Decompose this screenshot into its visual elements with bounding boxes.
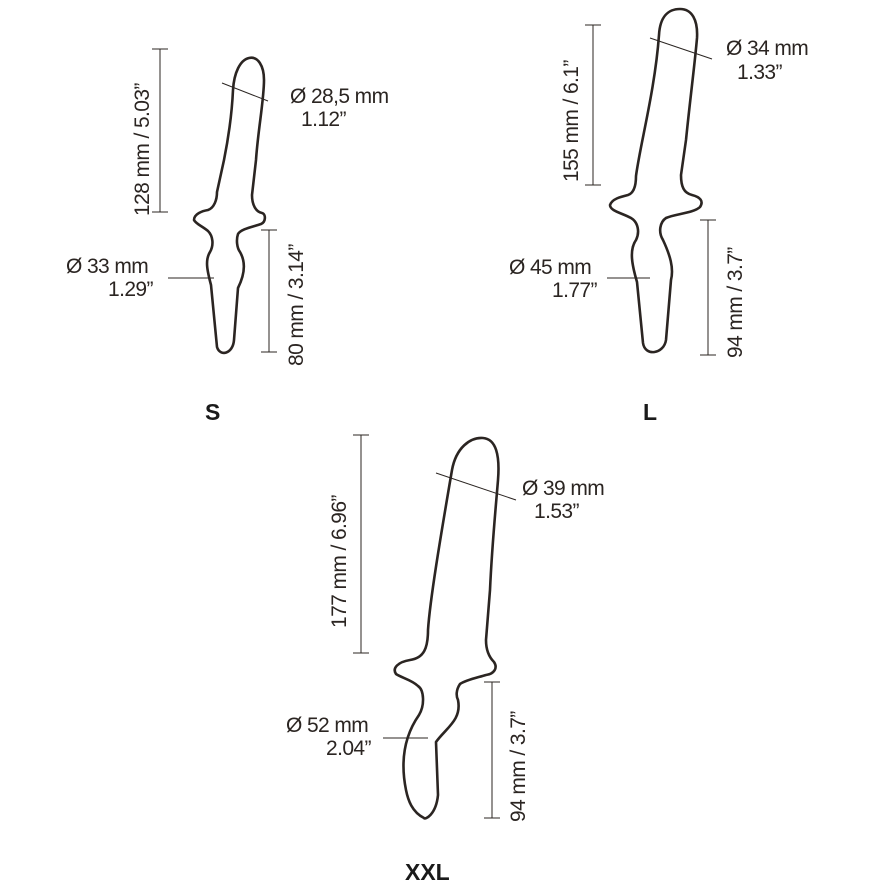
- product-xxl-shaft-length-label: 177 mm / 6.96”: [328, 495, 351, 628]
- product-l-shaft-diameter-line: [649, 37, 713, 60]
- product-s-shaft-length-label: 128 mm / 5.03”: [131, 83, 154, 216]
- product-xxl: 177 mm / 6.96” Ø 39 mm 1.53” Ø 52 mm 2.0…: [286, 434, 605, 885]
- product-s-shaft-diameter-mm: Ø 28,5 mm: [290, 85, 389, 108]
- product-s-size-label: S: [205, 399, 220, 425]
- product-xxl-shaft-diameter-in: 1.53”: [534, 500, 579, 523]
- product-xxl-shaft-diameter-line: [435, 472, 517, 501]
- product-l-shaft-length-label: 155 mm / 6.1”: [560, 60, 583, 182]
- product-s-plug-diameter-in: 1.29”: [108, 278, 153, 301]
- product-xxl-outline: [393, 436, 500, 820]
- product-l-shaft-diameter-mm: Ø 34 mm: [726, 37, 808, 60]
- product-s-shaft-diameter-in: 1.12”: [301, 108, 346, 131]
- product-l: 155 mm / 6.1” Ø 34 mm 1.33” Ø 45 mm 1.77…: [509, 7, 809, 425]
- product-l-size-label: L: [643, 399, 657, 425]
- product-l-plug-diameter-mm: Ø 45 mm: [509, 256, 591, 279]
- product-l-shaft-diameter-in: 1.33”: [737, 61, 782, 84]
- product-s-plug-diameter-mm: Ø 33 mm: [66, 255, 148, 278]
- product-s-plug-length-label: 80 mm / 3.14”: [285, 244, 308, 366]
- product-xxl-plug-diameter-in: 2.04”: [326, 737, 371, 760]
- product-xxl-plug-diameter-mm: Ø 52 mm: [286, 714, 368, 737]
- product-s-outline: [192, 56, 267, 355]
- product-l-plug-diameter-in: 1.77”: [552, 279, 597, 302]
- product-s-shaft-diameter-line: [221, 82, 269, 102]
- product-xxl-plug-length-label: 94 mm / 3.7”: [507, 711, 530, 822]
- product-s: 128 mm / 5.03” Ø 28,5 mm 1.12” Ø 33 mm 1…: [66, 48, 389, 425]
- product-l-plug-length-label: 94 mm / 3.7”: [724, 247, 747, 358]
- product-xxl-size-label: XXL: [405, 859, 450, 885]
- product-l-outline: [608, 7, 703, 354]
- product-xxl-shaft-diameter-mm: Ø 39 mm: [522, 477, 604, 500]
